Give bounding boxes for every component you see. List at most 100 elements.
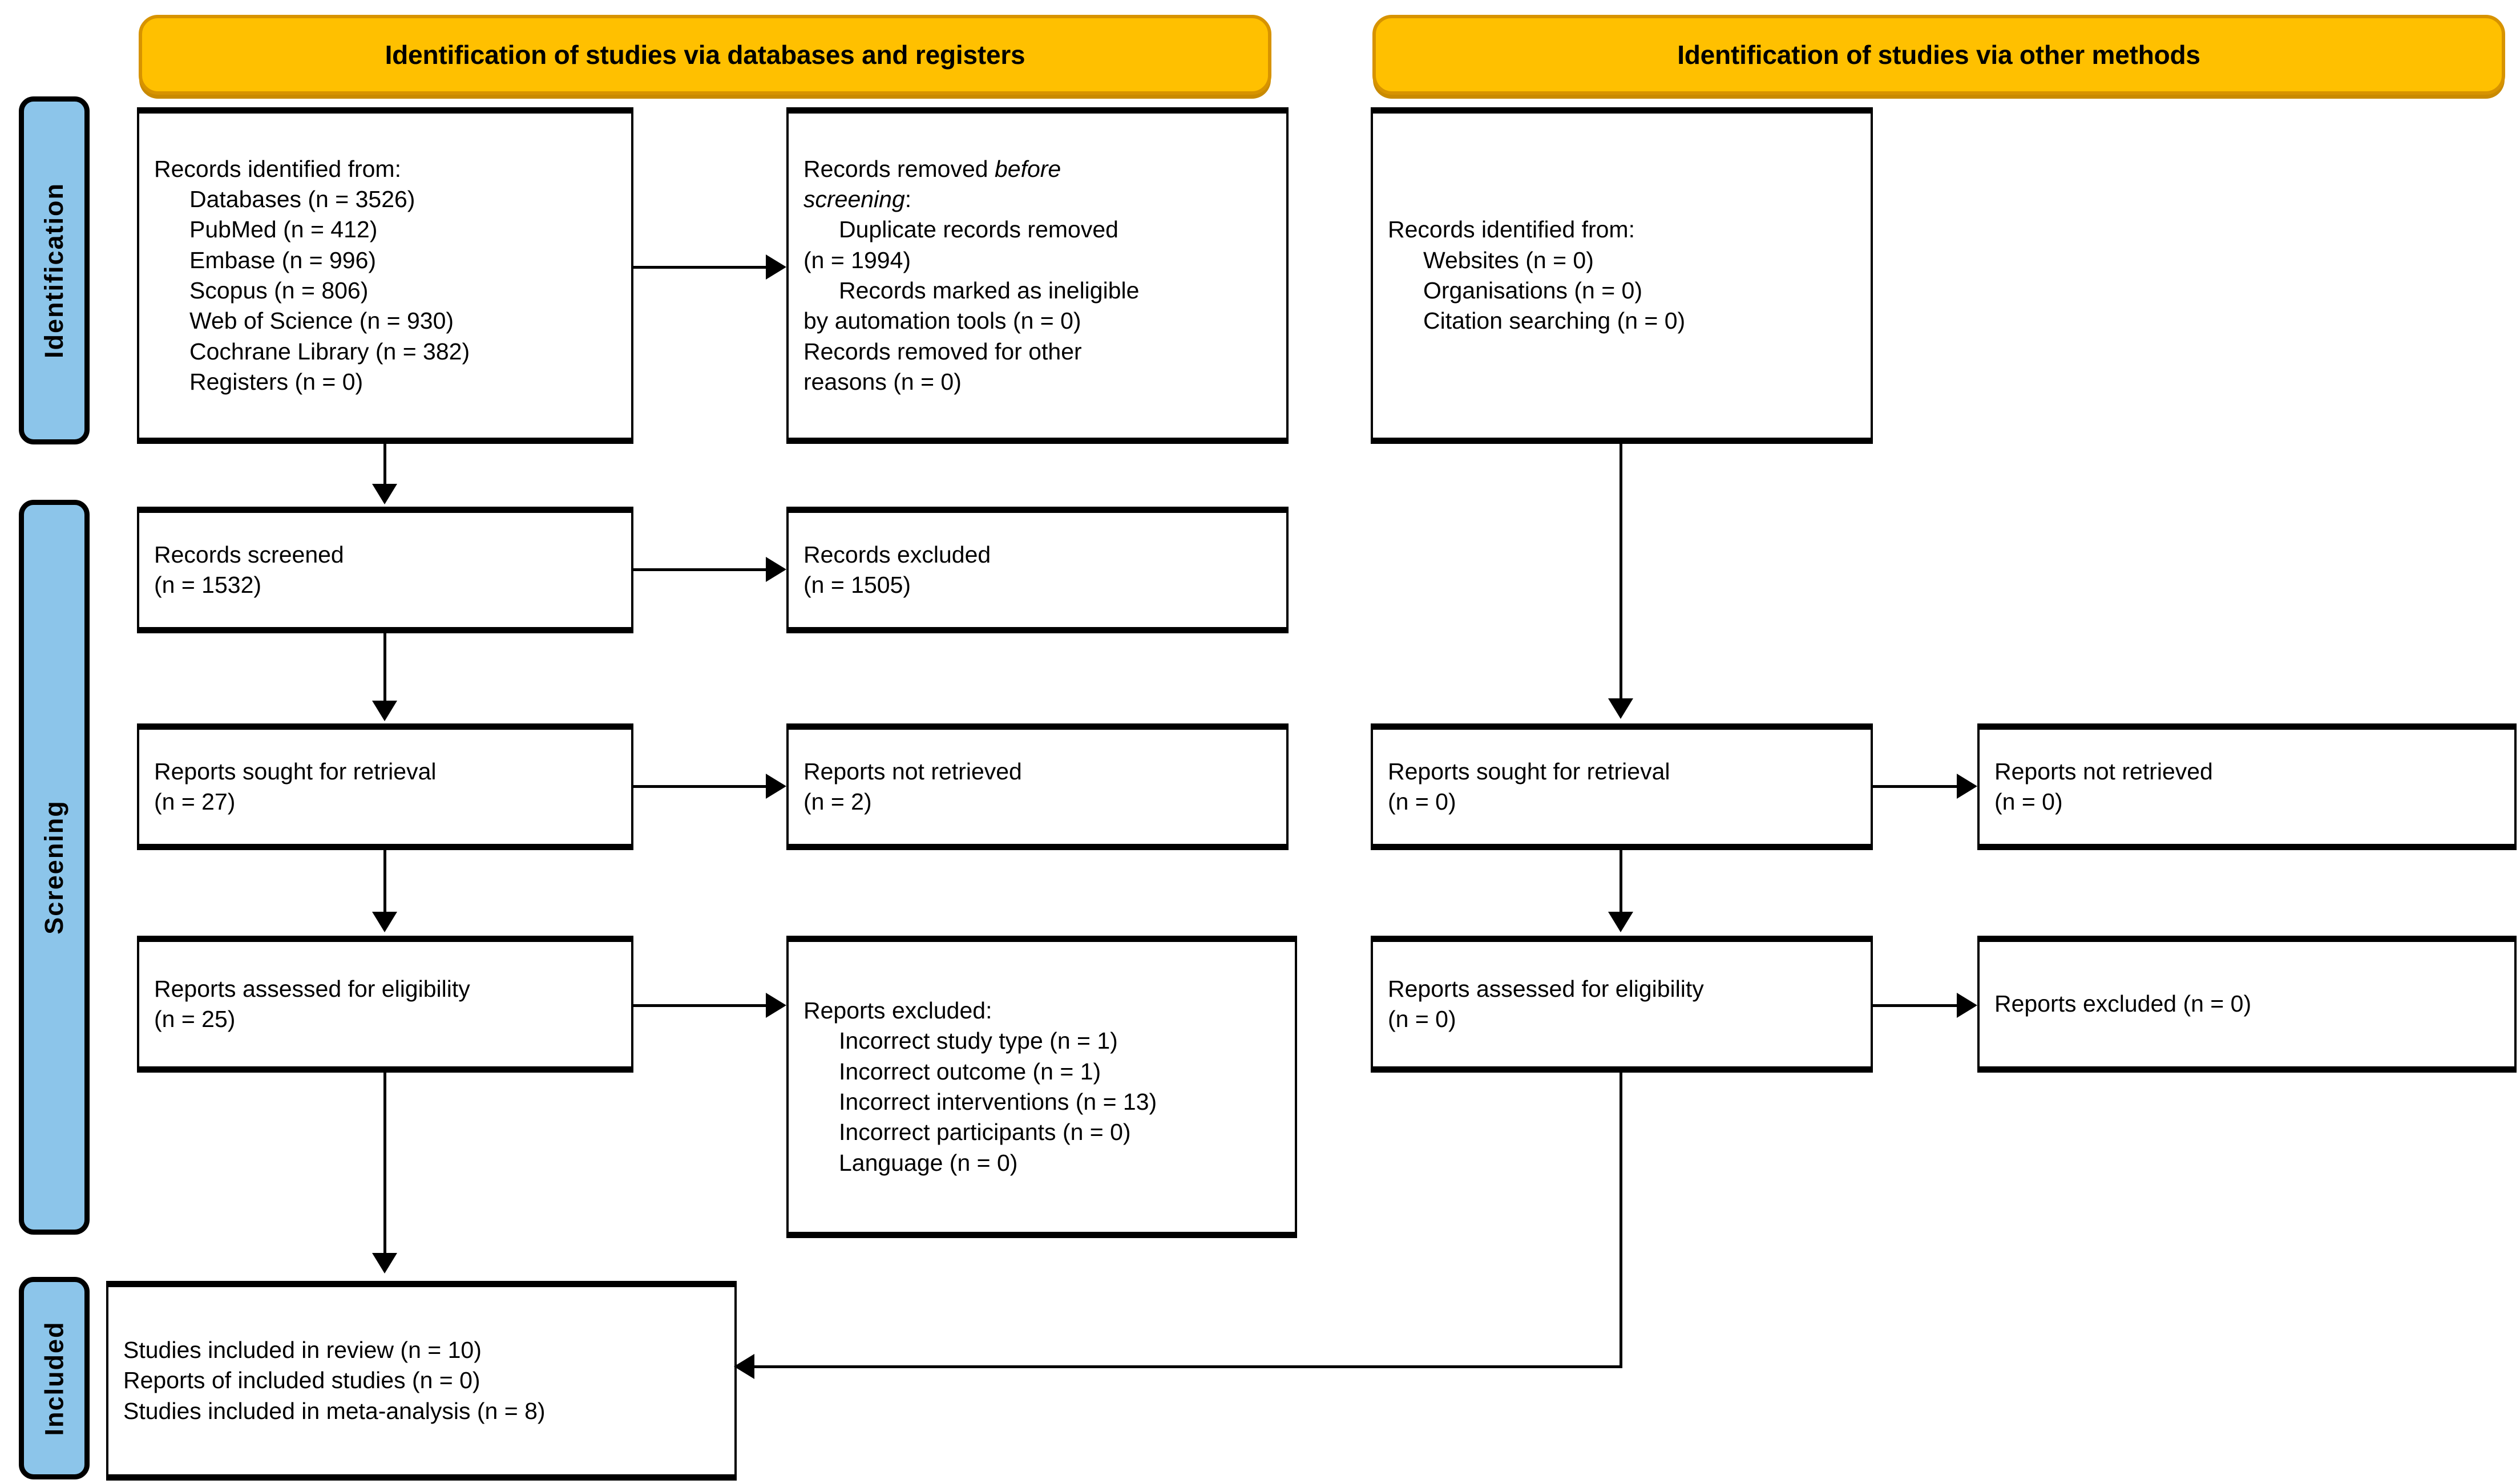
records-identified-item-5: Cochrane Library (n = 382) bbox=[189, 338, 470, 365]
reports-assessed-other-label: Reports assessed for eligibility bbox=[1388, 975, 1704, 1002]
records-removed-title-c: screening bbox=[803, 186, 905, 213]
arrowhead-other-assessed-to-excluded bbox=[1957, 993, 1977, 1018]
box-records-screened: Records screened (n = 1532) bbox=[137, 507, 633, 633]
reports-sought-other-label: Reports sought for retrieval bbox=[1388, 758, 1670, 785]
connector-screened-to-excluded bbox=[633, 568, 766, 571]
connector-assessed-to-excluded bbox=[633, 1004, 766, 1007]
reports-excluded-item-1: Incorrect outcome (n = 1) bbox=[839, 1058, 1101, 1085]
header-other-methods-label: Identification of studies via other meth… bbox=[1677, 40, 2200, 70]
reports-assessed-label: Reports assessed for eligibility bbox=[154, 975, 470, 1002]
arrowhead-screened-to-excluded bbox=[766, 557, 786, 582]
stage-tab-identification-label: Identification bbox=[39, 183, 68, 358]
header-databases-registers: Identification of studies via databases … bbox=[139, 15, 1271, 95]
records-identified-other-item-2: Citation searching (n = 0) bbox=[1423, 308, 1686, 334]
connector-other-assessed-to-included-horizontal bbox=[754, 1365, 1621, 1368]
stage-tab-included: Included bbox=[19, 1277, 90, 1479]
arrowhead-assessed-to-included bbox=[372, 1253, 397, 1273]
connector-other-sought-to-not-retrieved bbox=[1873, 785, 1957, 788]
reports-assessed-other-count: (n = 0) bbox=[1388, 1006, 1456, 1032]
header-databases-registers-label: Identification of studies via databases … bbox=[385, 40, 1025, 70]
records-identified-title: Records identified from: bbox=[154, 155, 401, 182]
box-reports-assessed-eligibility: Reports assessed for eligibility (n = 25… bbox=[137, 936, 633, 1073]
arrowhead-sought-to-not-retrieved bbox=[766, 774, 786, 799]
records-identified-item-6: Registers (n = 0) bbox=[189, 368, 364, 395]
arrowhead-assessed-to-excluded bbox=[766, 993, 786, 1018]
included-line-0: Studies included in review (n = 10) bbox=[123, 1337, 482, 1364]
arrowhead-other-sought-to-not-retrieved bbox=[1957, 774, 1977, 799]
arrowhead-other-identified-to-sought bbox=[1608, 698, 1633, 719]
box-studies-included: Studies included in review (n = 10) Repo… bbox=[106, 1281, 737, 1481]
records-screened-count: (n = 1532) bbox=[154, 572, 262, 598]
box-reports-excluded-reasons: Reports excluded: Incorrect study type (… bbox=[786, 936, 1297, 1238]
arrowhead-identified-to-removed bbox=[766, 254, 786, 280]
records-identified-other-item-1: Organisations (n = 0) bbox=[1423, 277, 1642, 304]
connector-other-assessed-to-included-vertical bbox=[1620, 1073, 1622, 1368]
reports-not-retrieved-other-count: (n = 0) bbox=[1994, 788, 2063, 815]
connector-sought-to-assessed bbox=[383, 850, 386, 914]
box-records-excluded: Records excluded (n = 1505) bbox=[786, 507, 1289, 633]
included-line-2: Studies included in meta-analysis (n = 8… bbox=[123, 1397, 546, 1424]
stage-tab-identification: Identification bbox=[19, 96, 90, 444]
records-screened-label: Records screened bbox=[154, 541, 344, 568]
box-reports-sought-retrieval-other: Reports sought for retrieval (n = 0) bbox=[1371, 723, 1873, 850]
arrowhead-screened-to-sought bbox=[372, 701, 397, 721]
box-reports-excluded-other: Reports excluded (n = 0) bbox=[1977, 936, 2517, 1073]
records-identified-other-item-0: Websites (n = 0) bbox=[1423, 246, 1594, 273]
connector-sought-to-not-retrieved bbox=[633, 785, 766, 788]
stage-tab-screening-label: Screening bbox=[39, 800, 69, 935]
reports-excluded-item-4: Language (n = 0) bbox=[839, 1149, 1018, 1176]
connector-identified-to-removed bbox=[633, 266, 766, 269]
records-removed-item-1: (n = 1994) bbox=[803, 246, 911, 273]
records-identified-item-0: Databases (n = 3526) bbox=[189, 186, 415, 213]
reports-not-retrieved-label: Reports not retrieved bbox=[803, 758, 1022, 785]
arrowhead-sought-to-assessed bbox=[372, 912, 397, 932]
connector-assessed-to-included bbox=[383, 1073, 386, 1255]
arrowhead-other-sought-to-assessed bbox=[1608, 912, 1633, 932]
connector-other-assessed-to-excluded bbox=[1873, 1004, 1957, 1007]
connector-other-identified-to-sought bbox=[1620, 444, 1622, 699]
reports-excluded-item-0: Incorrect study type (n = 1) bbox=[839, 1028, 1118, 1054]
connector-other-sought-to-assessed bbox=[1620, 850, 1622, 914]
arrowhead-other-assessed-to-included bbox=[734, 1354, 754, 1379]
records-removed-item-2: Records marked as ineligible bbox=[839, 277, 1140, 304]
reports-excluded-item-2: Incorrect interventions (n = 13) bbox=[839, 1089, 1157, 1115]
box-reports-assessed-eligibility-other: Reports assessed for eligibility (n = 0) bbox=[1371, 936, 1873, 1073]
records-removed-item-0: Duplicate records removed bbox=[839, 216, 1118, 243]
records-identified-item-2: Embase (n = 996) bbox=[189, 246, 377, 273]
stage-tab-included-label: Included bbox=[39, 1320, 69, 1436]
records-removed-title: Records removed before bbox=[803, 154, 1271, 184]
records-removed-title-a: Records removed bbox=[803, 155, 995, 182]
header-other-methods: Identification of studies via other meth… bbox=[1372, 15, 2505, 95]
connector-screened-to-sought bbox=[383, 633, 386, 703]
records-removed-title-2: screening: bbox=[803, 184, 1271, 215]
reports-sought-count: (n = 27) bbox=[154, 788, 236, 815]
reports-excluded-item-3: Incorrect participants (n = 0) bbox=[839, 1119, 1131, 1146]
reports-not-retrieved-count: (n = 2) bbox=[803, 788, 872, 815]
records-identified-item-1: PubMed (n = 412) bbox=[189, 216, 378, 243]
reports-sought-label: Reports sought for retrieval bbox=[154, 758, 437, 785]
records-identified-item-3: Scopus (n = 806) bbox=[189, 277, 369, 304]
records-removed-item-4: Records removed for other bbox=[803, 338, 1082, 365]
box-records-removed-before-screening: Records removed before screening: Duplic… bbox=[786, 107, 1289, 444]
included-line-1: Reports of included studies (n = 0) bbox=[123, 1367, 480, 1394]
records-removed-title-d: : bbox=[904, 186, 912, 213]
arrowhead-identified-to-screened bbox=[372, 484, 397, 504]
records-removed-item-5: reasons (n = 0) bbox=[803, 368, 962, 395]
reports-assessed-count: (n = 25) bbox=[154, 1006, 236, 1032]
records-excluded-label: Records excluded bbox=[803, 541, 991, 568]
records-removed-item-3: by automation tools (n = 0) bbox=[803, 308, 1081, 334]
records-identified-item-4: Web of Science (n = 930) bbox=[189, 308, 454, 334]
reports-excluded-title: Reports excluded: bbox=[803, 997, 992, 1024]
reports-sought-other-count: (n = 0) bbox=[1388, 788, 1456, 815]
records-removed-title-b: before bbox=[994, 155, 1061, 182]
connector-identified-to-screened bbox=[383, 444, 386, 486]
reports-not-retrieved-other-label: Reports not retrieved bbox=[1994, 758, 2213, 785]
stage-tab-screening: Screening bbox=[19, 500, 90, 1235]
box-records-identified-databases: Records identified from: Databases (n = … bbox=[137, 107, 633, 444]
box-reports-not-retrieved: Reports not retrieved (n = 2) bbox=[786, 723, 1289, 850]
box-reports-not-retrieved-other: Reports not retrieved (n = 0) bbox=[1977, 723, 2517, 850]
box-records-identified-other: Records identified from: Websites (n = 0… bbox=[1371, 107, 1873, 444]
box-reports-sought-retrieval: Reports sought for retrieval (n = 27) bbox=[137, 723, 633, 850]
records-identified-other-title: Records identified from: bbox=[1388, 216, 1635, 243]
